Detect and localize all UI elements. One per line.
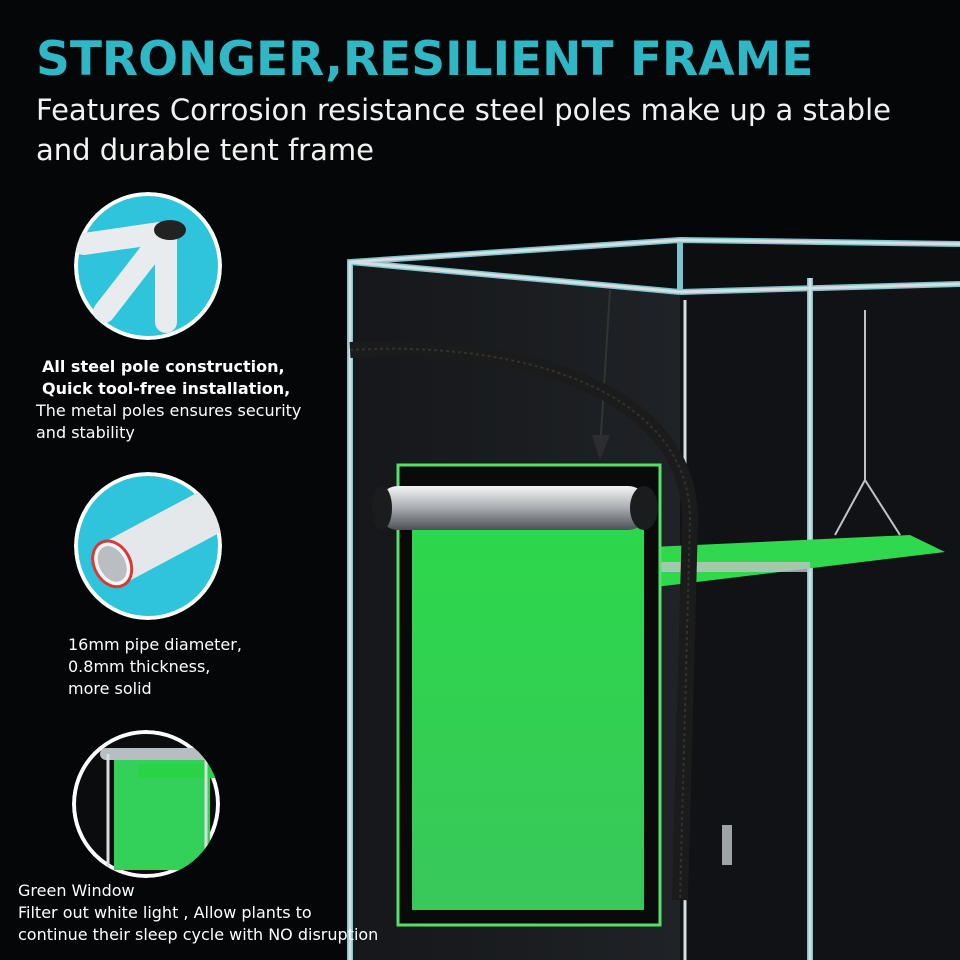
pole-joint-icon [74,192,222,340]
callout-bold-line: All steel pole construction, [42,357,285,376]
callout-bold-line: Quick tool-free installation, [42,379,291,398]
callout-pole-construction: All steel pole construction, Quick tool-… [36,356,301,444]
callout-pipe-specs: 16mm pipe diameter, 0.8mm thickness, mor… [68,634,242,700]
green-window-icon [72,730,220,878]
callout-line: more solid [68,679,152,698]
callout-line: The metal poles ensures security [36,401,302,420]
callout-line: Filter out white light , Allow plants to [18,903,312,922]
callout-line: and stability [36,423,135,442]
callout-line: continue their sleep cycle with NO disru… [18,925,379,944]
callout-green-window: Green Window Filter out white light , Al… [18,880,378,946]
page-title: STRONGER,RESILIENT FRAME [36,32,814,87]
callout-line: 0.8mm thickness, [68,657,211,676]
pipe-cross-section-icon [74,472,222,620]
page-subtitle: Features Corrosion resistance steel pole… [36,93,891,167]
callout-line: Green Window [18,881,135,900]
callout-line: 16mm pipe diameter, [68,635,242,654]
grow-tent-illustration [300,200,960,960]
